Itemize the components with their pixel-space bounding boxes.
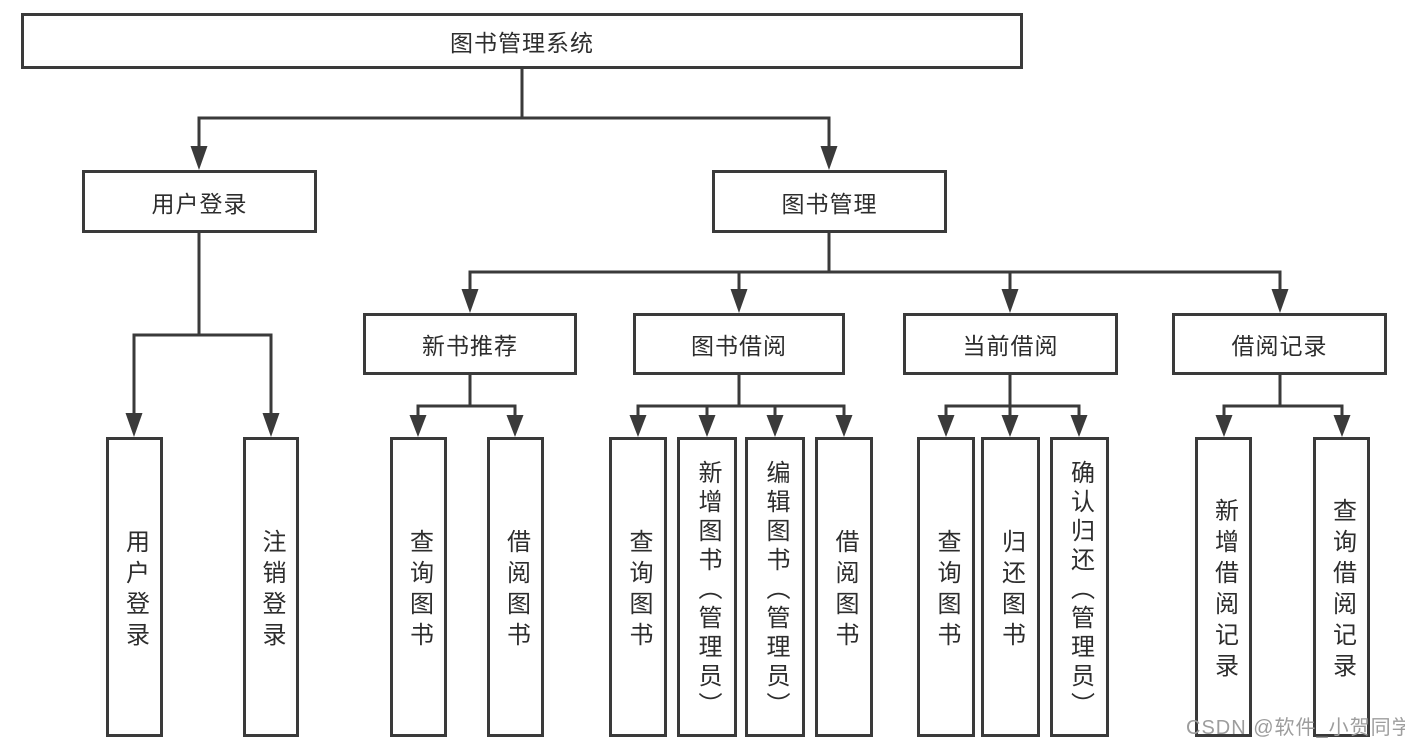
leaf-records-add-record: 新增借阅记录 — [1195, 437, 1252, 737]
leaf-newbooks-borrow-books: 借阅图书 — [487, 437, 544, 737]
node-borrowing-records: 借阅记录 — [1172, 313, 1387, 375]
node-current-borrowing: 当前借阅 — [903, 313, 1118, 375]
leaf-current-return-books: 归还图书 — [981, 437, 1040, 737]
node-system-root: 图书管理系统 — [21, 13, 1023, 69]
node-book-management: 图书管理 — [712, 170, 947, 233]
leaf-current-query-books: 查询图书 — [917, 437, 975, 737]
leaf-borrowing-borrow-books: 借阅图书 — [815, 437, 873, 737]
leaf-current-confirm-return-admin: 确认归还（管理员） — [1050, 437, 1109, 737]
leaf-user-login: 用户登录 — [106, 437, 163, 737]
arrowheads — [125, 146, 1351, 437]
leaf-records-query-record: 查询借阅记录 — [1313, 437, 1370, 737]
node-book-borrowing: 图书借阅 — [633, 313, 845, 375]
leaf-borrowing-query-books: 查询图书 — [609, 437, 667, 737]
node-user-login: 用户登录 — [82, 170, 317, 233]
csdn-watermark: CSDN @软件_小贺同学 — [1186, 717, 1405, 739]
leaf-borrowing-add-books-admin: 新增图书（管理员） — [677, 437, 737, 737]
leaf-newbooks-query-books: 查询图书 — [390, 437, 447, 737]
node-new-book-recommendation: 新书推荐 — [363, 313, 577, 375]
leaf-borrowing-edit-books-admin: 编辑图书（管理员） — [745, 437, 805, 737]
leaf-logout: 注销登录 — [243, 437, 299, 737]
